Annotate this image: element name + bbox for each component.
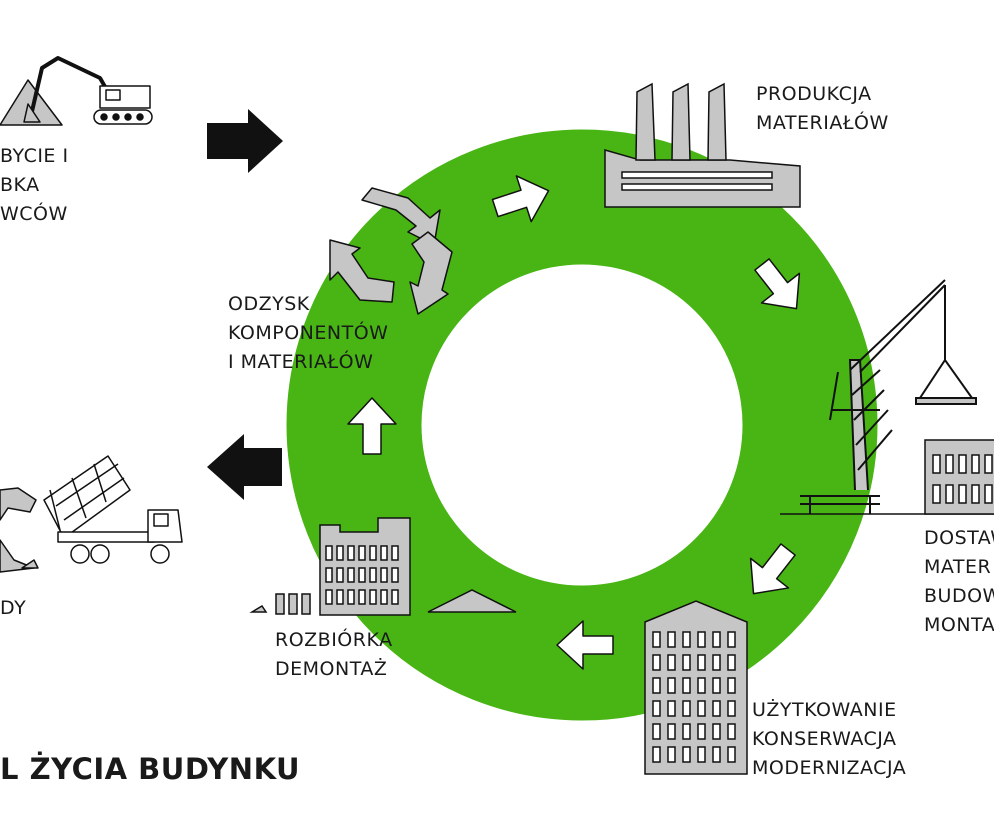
window (712, 654, 721, 671)
label-recovery-line-3: I MATERIAŁÓW (228, 351, 374, 373)
window (380, 567, 388, 583)
window (667, 677, 676, 694)
label-demolition-line-1: ROZBIÓRKA (275, 629, 393, 651)
window (697, 700, 706, 717)
window (697, 631, 706, 648)
diagram-title: L ŻYCIA BUDYNKU (0, 752, 301, 786)
window (667, 723, 676, 740)
label-recovery-line-1: ODZYSK (228, 293, 310, 315)
window (391, 545, 399, 561)
ring-arrow-upper-right (754, 258, 801, 310)
black-arrow-right (207, 109, 283, 173)
window (667, 654, 676, 671)
window (727, 723, 736, 740)
window (380, 545, 388, 561)
window (727, 677, 736, 694)
ring-arrow-left (347, 397, 397, 455)
window (380, 589, 388, 605)
window (697, 654, 706, 671)
window (652, 654, 661, 671)
window (697, 677, 706, 694)
window (369, 589, 377, 605)
label-production-line-2: MATERIAŁÓW (756, 112, 889, 134)
window (697, 746, 706, 763)
building-icon (644, 600, 748, 775)
building-block-right (924, 439, 994, 515)
excavator-icon (0, 56, 153, 126)
window (712, 746, 721, 763)
window (358, 545, 366, 561)
label-usage-line-3: MODERNIZACJA (752, 757, 907, 779)
ring-arrow-bottom (556, 620, 614, 670)
window (727, 746, 736, 763)
window (727, 654, 736, 671)
window (682, 654, 691, 671)
window (682, 700, 691, 717)
window (682, 677, 691, 694)
window (325, 589, 333, 605)
label-waste-line-1: DY (0, 597, 27, 619)
window (347, 589, 355, 605)
label-extraction-line-1: BYCIE I (0, 145, 69, 167)
window (712, 677, 721, 694)
window (391, 567, 399, 583)
window (358, 567, 366, 583)
window (325, 545, 333, 561)
window (652, 677, 661, 694)
window (336, 589, 344, 605)
window (727, 631, 736, 648)
ring-arrow-top (491, 175, 550, 223)
window (369, 567, 377, 583)
window (652, 746, 661, 763)
ring-arrow-lower-right (749, 543, 796, 595)
label-demolition: ROZBIÓRKA DEMONTAŻ (275, 626, 393, 684)
window (336, 545, 344, 561)
label-delivery-line-2: MATER (924, 556, 992, 578)
window (652, 723, 661, 740)
window (682, 723, 691, 740)
black-arrow-left (207, 434, 282, 500)
window (712, 723, 721, 740)
crane-icon (780, 279, 994, 515)
window (712, 631, 721, 648)
window (347, 545, 355, 561)
label-recovery-line-2: KOMPONENTÓW (228, 322, 389, 344)
label-extraction-line-2: BKA (0, 174, 40, 196)
window (652, 700, 661, 717)
factory-icon (604, 82, 801, 208)
label-demolition-line-2: DEMONTAŻ (275, 658, 388, 680)
recycle-icon (329, 187, 453, 315)
dump-truck-icon (0, 455, 183, 573)
window (391, 589, 399, 605)
label-usage-line-1: UŻYTKOWANIE (752, 699, 897, 721)
window (682, 746, 691, 763)
label-extraction-line-3: WCÓW (0, 203, 68, 225)
window (727, 700, 736, 717)
window (369, 545, 377, 561)
window (652, 631, 661, 648)
label-production: PRODUKCJA MATERIAŁÓW (756, 80, 889, 138)
window (325, 567, 333, 583)
label-waste: DY (0, 594, 26, 623)
label-usage-line-2: KONSERWACJA (752, 728, 897, 750)
window (358, 589, 366, 605)
label-delivery-line-4: MONTA (924, 614, 994, 636)
window (682, 631, 691, 648)
demolished-building-icon (249, 517, 517, 616)
label-delivery-line-1: DOSTAW (924, 527, 994, 549)
window (336, 567, 344, 583)
label-usage: UŻYTKOWANIE KONSERWACJA MODERNIZACJA (752, 696, 906, 783)
window (667, 631, 676, 648)
label-delivery: DOSTAW MATER BUDOW MONTA (924, 524, 994, 640)
label-extraction: BYCIE I BKA WCÓW (0, 142, 69, 229)
label-recovery: ODZYSK KOMPONENTÓW I MATERIAŁÓW (228, 290, 388, 377)
window (667, 746, 676, 763)
window (697, 723, 706, 740)
window (667, 700, 676, 717)
label-production-line-1: PRODUKCJA (756, 83, 872, 105)
window (347, 567, 355, 583)
label-delivery-line-3: BUDOW (924, 585, 994, 607)
window (712, 700, 721, 717)
